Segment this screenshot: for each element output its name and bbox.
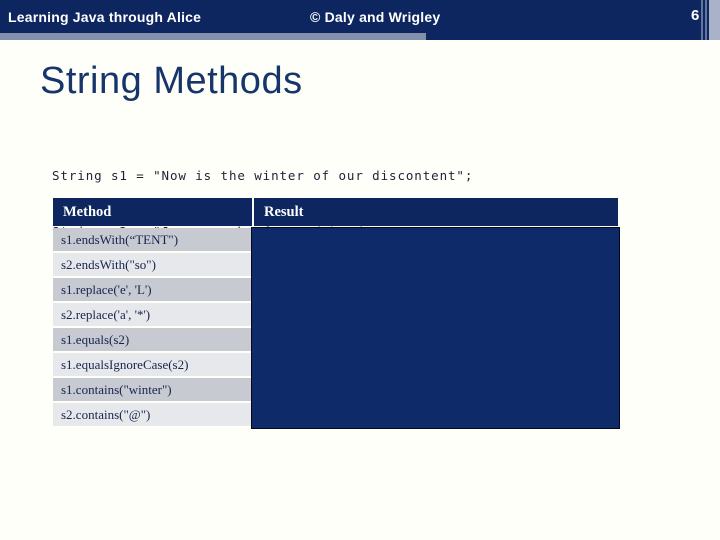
method-cell: s1.equalsIgnoreCase(s2) [61, 356, 189, 372]
method-cell: s2.replace('a', '*') [61, 306, 151, 322]
method-rows: s1.endsWith(“TENT") s2.endsWith("so") s1… [53, 228, 252, 426]
table-row: s1.equals(s2) [53, 328, 252, 351]
slide-number: 6 [691, 7, 700, 24]
result-answers-cover [251, 227, 620, 429]
copyright-text: © Daly and Wrigley [310, 8, 441, 25]
table-row: s2.replace('a', '*') [53, 303, 252, 326]
edge-stripe-decoration [705, 0, 707, 40]
code-line: String s1 = "Now is the winter of our di… [52, 168, 474, 183]
edge-stripe-decoration [701, 0, 703, 40]
column-header-result: Result [254, 198, 618, 226]
method-cell: s1.endsWith(“TENT") [61, 231, 179, 247]
course-title: Learning Java through Alice [8, 8, 202, 25]
table-row: s2.contains("@") [53, 403, 252, 426]
method-cell: s2.endsWith("so") [61, 256, 156, 272]
table-row: s1.contains("winter") [53, 378, 252, 401]
string-methods-table: Method Result s1.endsWith(“TENT") s2.end… [53, 198, 620, 429]
table-row: s1.endsWith(“TENT") [53, 228, 252, 251]
header-underline [0, 33, 426, 40]
table-header-row: Method Result [53, 198, 618, 226]
column-header-method: Method [53, 198, 252, 226]
table-row: s1.replace('e', 'L') [53, 278, 252, 301]
method-cell: s1.replace('e', 'L') [61, 281, 152, 297]
page-title: String Methods [40, 60, 303, 102]
table-row: s2.endsWith("so") [53, 253, 252, 276]
method-cell: s1.contains("winter") [61, 381, 172, 397]
method-cell: s2.contains("@") [61, 406, 151, 422]
edge-stripe-decoration [709, 0, 720, 40]
table-row: s1.equalsIgnoreCase(s2) [53, 353, 252, 376]
method-cell: s1.equals(s2) [61, 331, 130, 347]
